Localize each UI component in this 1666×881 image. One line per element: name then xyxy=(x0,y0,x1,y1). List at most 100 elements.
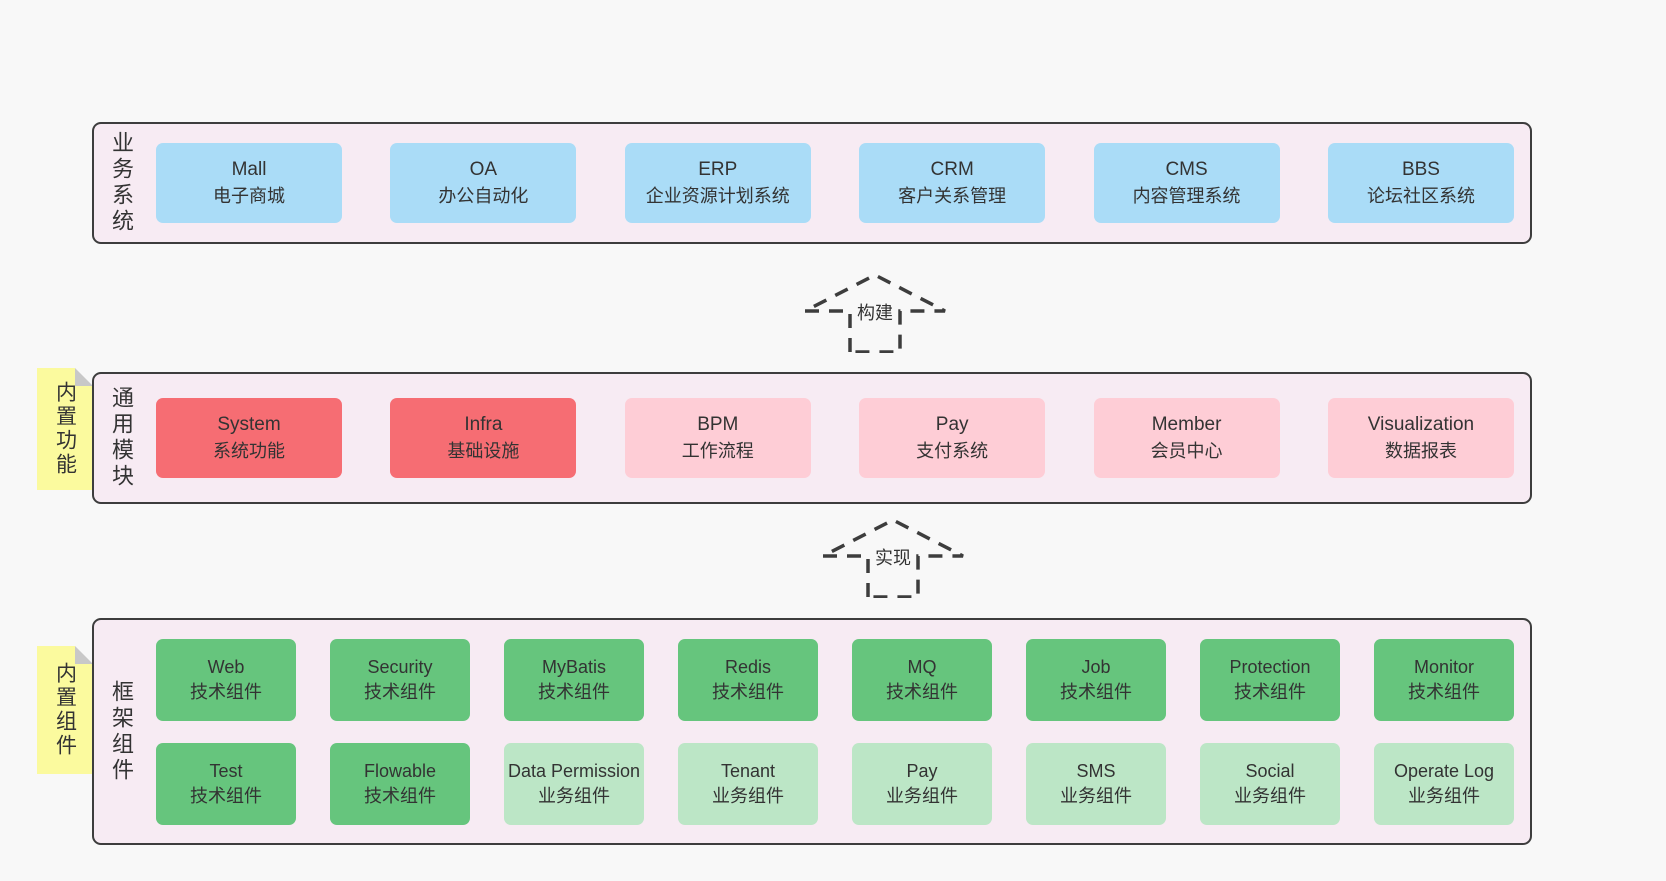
common-modules-boxes: System 系统功能 Infra 基础设施 BPM 工作流程 Pay 支付系统… xyxy=(132,398,1530,478)
box-data-permission-subtitle: 业务组件 xyxy=(538,785,610,806)
box-mq-subtitle: 技术组件 xyxy=(886,681,958,702)
box-job-subtitle: 技术组件 xyxy=(1060,681,1132,702)
box-crm-title: CRM xyxy=(930,159,974,180)
box-cms-title: CMS xyxy=(1165,159,1208,180)
box-protection-subtitle: 技术组件 xyxy=(1234,681,1306,702)
box-operate-log-title: Operate Log xyxy=(1393,760,1495,781)
business-systems-label: 业务系统 xyxy=(109,131,134,235)
box-social-title: Social xyxy=(1245,760,1295,781)
box-protection: Protection 技术组件 xyxy=(1200,638,1340,721)
box-member-title: Member xyxy=(1151,414,1222,435)
framework-components-label: 框架组件 xyxy=(109,679,134,784)
box-flowable-title: Flowable xyxy=(363,760,437,781)
business-systems-layer: 业务系统 Mall 电子商城 OA 办公自动化 ERP 企业资源计划系统 CRM… xyxy=(92,122,1532,244)
box-web: Web 技术组件 xyxy=(156,638,296,721)
box-flowable-subtitle: 技术组件 xyxy=(364,785,436,806)
box-security-title: Security xyxy=(367,656,433,677)
box-infra-subtitle: 基础设施 xyxy=(447,441,520,461)
box-member: Member 会员中心 xyxy=(1093,398,1280,478)
box-social: Social 业务组件 xyxy=(1200,742,1340,825)
box-system-subtitle: 系统功能 xyxy=(213,441,285,461)
framework-components-layer: 框架组件 Web 技术组件 Security 技术组件 MyBatis 技术组件… xyxy=(92,618,1532,845)
box-tenant: Tenant 业务组件 xyxy=(678,742,818,825)
box-mybatis-title: MyBatis xyxy=(541,656,606,677)
up-arrow-icon xyxy=(822,518,964,598)
build-arrow-label: 构建 xyxy=(854,301,896,325)
box-web-subtitle: 技术组件 xyxy=(190,681,262,702)
sticky-note-built-in-components-label: 内置组件 xyxy=(53,662,77,758)
box-job-title: Job xyxy=(1081,656,1111,677)
box-security: Security 技术组件 xyxy=(330,638,470,721)
box-mall-subtitle: 电子商城 xyxy=(213,186,285,206)
box-test: Test 技术组件 xyxy=(156,742,296,825)
box-sms-subtitle: 业务组件 xyxy=(1060,785,1132,806)
box-oa: OA 办公自动化 xyxy=(390,143,577,223)
box-operate-log-subtitle: 业务组件 xyxy=(1408,785,1480,806)
sticky-note-built-in-features: 内置功能 xyxy=(37,368,93,490)
box-test-subtitle: 技术组件 xyxy=(190,785,262,806)
framework-components-grid: Web 技术组件 Security 技术组件 MyBatis 技术组件 Redi… xyxy=(132,638,1530,825)
box-crm: CRM 客户关系管理 xyxy=(859,143,1046,223)
common-modules-label: 通用模块 xyxy=(109,386,134,490)
box-social-subtitle: 业务组件 xyxy=(1234,785,1306,806)
box-tenant-title: Tenant xyxy=(720,760,776,781)
box-bpm-subtitle: 工作流程 xyxy=(681,441,754,461)
box-oa-subtitle: 办公自动化 xyxy=(438,186,529,206)
box-mq: MQ 技术组件 xyxy=(852,638,992,721)
box-bbs: BBS 论坛社区系统 xyxy=(1327,143,1514,223)
box-operate-log: Operate Log 业务组件 xyxy=(1374,742,1514,825)
sticky-note-built-in-features-label: 内置功能 xyxy=(53,381,77,477)
box-member-subtitle: 会员中心 xyxy=(1150,441,1223,461)
box-data-permission-title: Data Permission xyxy=(507,760,641,781)
box-protection-title: Protection xyxy=(1229,656,1311,677)
box-pay-title: Pay xyxy=(935,414,969,435)
box-monitor-subtitle: 技术组件 xyxy=(1408,681,1480,702)
box-mybatis: MyBatis 技术组件 xyxy=(504,638,644,721)
box-mall: Mall 电子商城 xyxy=(156,143,342,223)
box-bpm-title: BPM xyxy=(697,414,739,435)
box-cms-subtitle: 内容管理系统 xyxy=(1132,186,1241,206)
implement-arrow: 实现 xyxy=(818,518,968,598)
box-oa-title: OA xyxy=(469,159,498,180)
box-visualization-title: Visualization xyxy=(1367,414,1475,435)
box-test-title: Test xyxy=(209,760,243,781)
box-mall-title: Mall xyxy=(231,159,267,180)
box-pay-subtitle: 支付系统 xyxy=(916,441,989,461)
box-bbs-title: BBS xyxy=(1401,159,1440,180)
box-pay-business-subtitle: 业务组件 xyxy=(886,785,958,806)
box-redis-subtitle: 技术组件 xyxy=(712,681,784,702)
box-pay: Pay 支付系统 xyxy=(859,398,1046,478)
box-bbs-subtitle: 论坛社区系统 xyxy=(1366,186,1475,206)
box-data-permission: Data Permission 业务组件 xyxy=(504,742,644,825)
sticky-note-built-in-components: 内置组件 xyxy=(37,646,93,774)
box-flowable: Flowable 技术组件 xyxy=(330,742,470,825)
box-mybatis-subtitle: 技术组件 xyxy=(538,681,610,702)
framework-components-row-2: Test 技术组件 Flowable 技术组件 Data Permission … xyxy=(156,742,1514,825)
common-modules-layer: 通用模块 System 系统功能 Infra 基础设施 BPM 工作流程 Pay… xyxy=(92,372,1532,504)
box-crm-subtitle: 客户关系管理 xyxy=(898,186,1007,206)
box-monitor-title: Monitor xyxy=(1413,656,1475,677)
box-infra: Infra 基础设施 xyxy=(390,398,577,478)
box-job: Job 技术组件 xyxy=(1026,638,1166,721)
box-cms: CMS 内容管理系统 xyxy=(1093,143,1280,223)
box-web-title: Web xyxy=(207,656,245,677)
framework-components-row-1: Web 技术组件 Security 技术组件 MyBatis 技术组件 Redi… xyxy=(156,638,1514,721)
box-monitor: Monitor 技术组件 xyxy=(1374,638,1514,721)
box-system-title: System xyxy=(217,414,281,435)
box-visualization-subtitle: 数据报表 xyxy=(1384,441,1457,461)
box-erp: ERP 企业资源计划系统 xyxy=(624,143,811,223)
box-infra-title: Infra xyxy=(464,414,503,435)
box-redis: Redis 技术组件 xyxy=(678,638,818,721)
box-visualization: Visualization 数据报表 xyxy=(1327,398,1514,478)
up-arrow-icon xyxy=(804,273,946,353)
box-pay-business: Pay 业务组件 xyxy=(852,742,992,825)
box-tenant-subtitle: 业务组件 xyxy=(712,785,784,806)
box-erp-title: ERP xyxy=(698,159,738,180)
box-mq-title: MQ xyxy=(907,656,937,677)
box-bpm: BPM 工作流程 xyxy=(624,398,811,478)
business-systems-boxes: Mall 电子商城 OA 办公自动化 ERP 企业资源计划系统 CRM 客户关系… xyxy=(132,143,1530,223)
box-sms: SMS 业务组件 xyxy=(1026,742,1166,825)
box-system: System 系统功能 xyxy=(156,398,342,478)
implement-arrow-label: 实现 xyxy=(872,546,914,570)
